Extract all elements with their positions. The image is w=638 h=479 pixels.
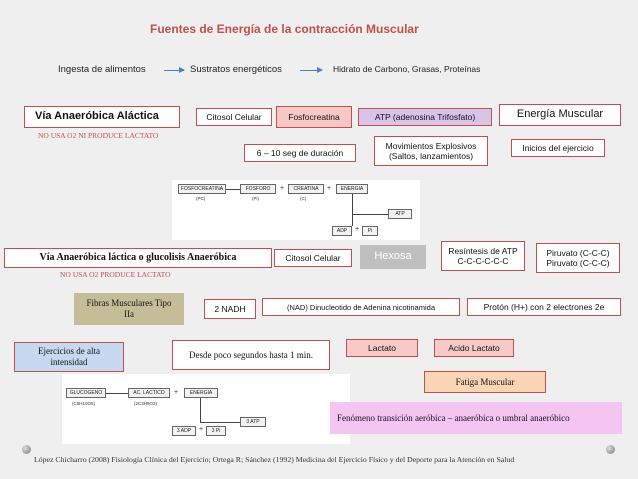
citation: López Chicharro (2008) Fisiología Clínic… bbox=[34, 455, 515, 464]
scheme2-plus-1: + bbox=[174, 389, 179, 396]
lactic-acido: Acido Lactato bbox=[434, 339, 514, 357]
flow-arrow-1 bbox=[164, 67, 185, 73]
lactic-fatiga: Fatiga Muscular bbox=[424, 371, 546, 393]
lactic-proton: Protón (H+) con 2 electrones 2e bbox=[467, 298, 621, 316]
flow-step-hidratos: Hidrato de Carbono, Grasas, Proteínas bbox=[333, 64, 481, 74]
scheme2-glucogeno: GLUCOGENO bbox=[66, 388, 106, 398]
flow-step-sustratos: Sustratos energéticos bbox=[190, 64, 282, 75]
scheme1-creatina: CREATINA bbox=[288, 184, 324, 194]
scheme1-plus-1: + bbox=[280, 185, 285, 192]
alactic-movimientos: Movimientos Explosivos (Saltos, lanzamie… bbox=[374, 136, 488, 166]
scheme1-arrow-line-1 bbox=[226, 189, 240, 190]
scheme1-merge-line bbox=[352, 214, 353, 226]
scheme2-energia: ENERGIA bbox=[184, 388, 218, 398]
scheme1-pc-label: (PC) bbox=[196, 196, 206, 201]
scheme2-vertical-line bbox=[200, 398, 201, 422]
scheme1-plus-3: + bbox=[355, 226, 360, 233]
lactic-desde: Desde poco segundos hasta 1 min. bbox=[172, 340, 330, 370]
pin-icon-left bbox=[22, 445, 31, 454]
scheme1-vertical-line bbox=[352, 194, 353, 214]
lactic-piruvato-1: Piruvato (C-C-C) bbox=[546, 247, 610, 258]
scheme1-pi-label: (Pi) bbox=[252, 196, 259, 201]
scheme1-adp: ADP bbox=[332, 226, 352, 236]
page-title: Fuentes de Energía de la contracción Mus… bbox=[150, 22, 419, 36]
scheme1-energia: ENERGIA bbox=[336, 184, 368, 194]
pin-icon-right bbox=[606, 445, 615, 454]
scheme2-plus-2: + bbox=[199, 426, 204, 433]
lactic-hexosa: Hexosa bbox=[360, 245, 426, 269]
scheme1-arrow-line-2 bbox=[352, 214, 388, 215]
lactic-citosol: Citosol Celular bbox=[274, 249, 352, 267]
scheme2-arrow-line-2 bbox=[200, 422, 240, 423]
scheme2-atp: 3 ATP bbox=[240, 417, 266, 427]
lactic-resintesis: Resíntesis de ATP C-C-C-C-C-C bbox=[441, 241, 525, 271]
scheme2-arrow-line-1 bbox=[106, 393, 128, 394]
lactic-fibras: Fibras Musculares Tipo IIa bbox=[74, 293, 184, 325]
glycogen-reaction-scheme: GLUCOGENO (C6H10O5) AC. LACTICO (2C3H6O3… bbox=[62, 374, 350, 444]
alactic-duracion: 6 – 10 seg de duración bbox=[244, 144, 356, 162]
phosphocreatine-reaction-scheme: FOSFOCREATINA (PC) FOSFORO (Pi) + CREATI… bbox=[172, 180, 420, 240]
scheme1-fosfocreatina: FOSFOCREATINA bbox=[178, 184, 226, 194]
flow-step-ingesta: Ingesta de alimentos bbox=[58, 64, 146, 75]
lactic-note: NO USA O2 PRODUCE LACTATO bbox=[60, 270, 171, 279]
scheme1-pi-box: Pi bbox=[362, 226, 378, 236]
flow-arrow-2 bbox=[300, 67, 323, 73]
scheme1-fosforo: FOSFORO bbox=[240, 184, 276, 194]
scheme1-atp: ATP bbox=[388, 209, 412, 219]
alactic-title-box: Vía Anaeróbica Aláctica bbox=[24, 106, 180, 128]
lactic-ejercicios: Ejercicios de alta intensidad bbox=[14, 342, 124, 372]
scheme2-formula1: (C6H10O5) bbox=[72, 401, 96, 406]
alactic-note: NO USA O2 NI PRODUCE LACTATO bbox=[38, 131, 159, 140]
lactic-nadh: 2 NADH bbox=[204, 299, 256, 319]
alactic-inicios: Inicios del ejercicio bbox=[511, 139, 605, 157]
scheme2-adp: 3 ADP bbox=[172, 426, 196, 436]
alactic-fosfocreatina: Fosfocreatina bbox=[276, 106, 352, 128]
scheme1-c-label: (C) bbox=[300, 196, 307, 201]
lactic-piruvato-2: Piruvato (C-C-C) bbox=[546, 258, 610, 268]
lactic-nad: (NAD) Dinucleotido de Adenina nicotinami… bbox=[262, 298, 460, 316]
alactic-citosol: Citosol Celular bbox=[196, 108, 272, 126]
lactic-lactato: Lactato bbox=[346, 339, 418, 357]
alactic-atp: ATP (adenosina Trifosfato) bbox=[358, 108, 492, 126]
scheme2-pi: 3 Pi bbox=[206, 426, 226, 436]
lactic-title-box: Vía Anaeróbica láctica o glucolisis Anae… bbox=[4, 248, 272, 268]
lactic-piruvato-box: Piruvato (C-C-C) Piruvato (C-C-C) bbox=[536, 243, 620, 273]
lactic-fenomeno: Fenómeno transición aeróbica – anaeróbic… bbox=[330, 402, 622, 434]
scheme1-plus-2: + bbox=[327, 185, 332, 192]
scheme2-ac-lactico: AC. LACTICO bbox=[128, 388, 170, 398]
scheme2-formula2: (2C3H6O3) bbox=[134, 401, 158, 406]
alactic-energia: Energía Muscular bbox=[499, 104, 621, 126]
